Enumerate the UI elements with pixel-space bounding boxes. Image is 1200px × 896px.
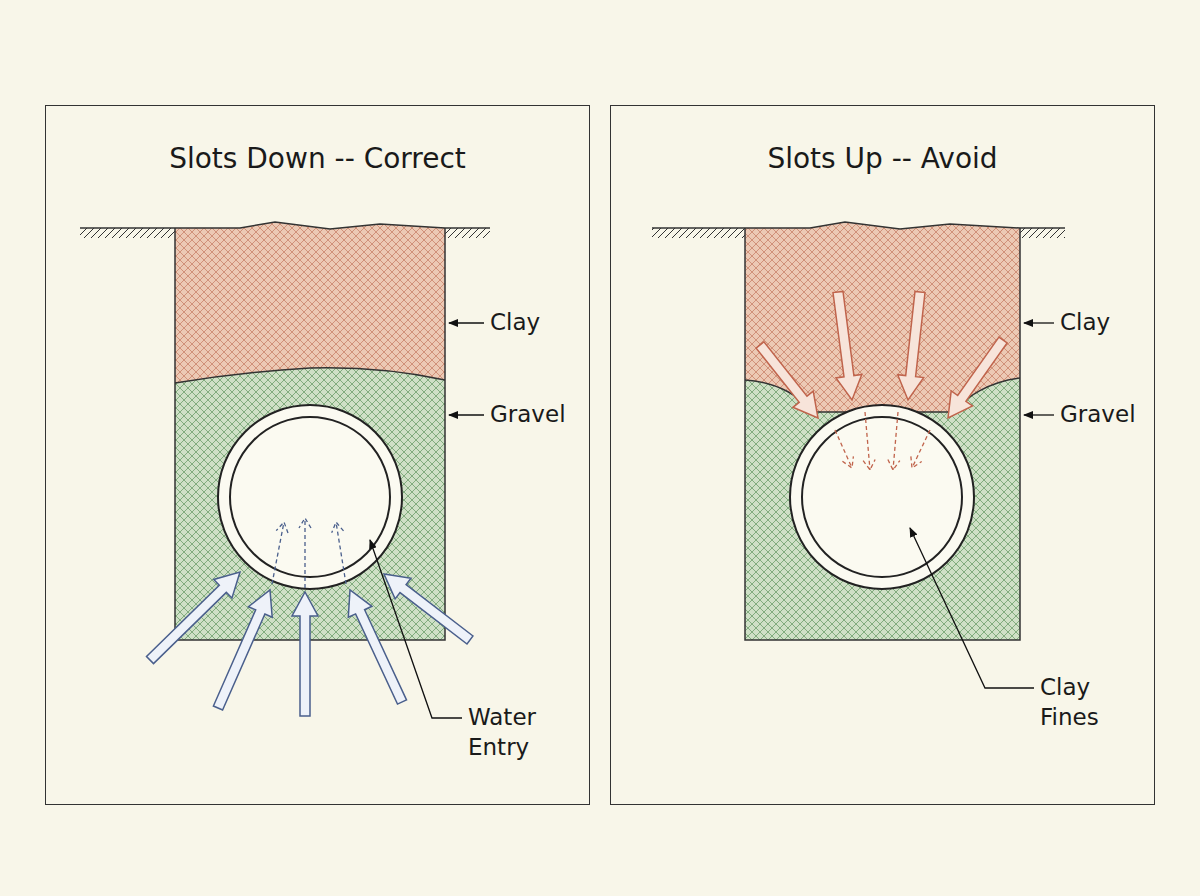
flow-continuation — [332, 522, 346, 584]
flow-continuation — [272, 522, 288, 584]
flow-continuation — [888, 412, 900, 470]
flow-continuation — [863, 412, 875, 470]
panel-title: Slots Up -- Avoid — [611, 142, 1154, 175]
left-trench — [80, 222, 490, 640]
leader-lines — [370, 323, 484, 718]
callout-label: Clay — [1060, 308, 1110, 338]
flow-continuation — [835, 430, 853, 468]
flow-arrow — [756, 342, 818, 418]
water-arrows — [147, 518, 474, 716]
diagram-panel: Slots Down -- Correct — [45, 105, 590, 805]
callout-label: Water Entry — [468, 703, 563, 763]
callout-label: Gravel — [1060, 400, 1136, 430]
flow-arrow — [213, 590, 272, 710]
flow-arrow — [348, 590, 406, 704]
clay-arrows — [756, 291, 1007, 470]
callout-label: Clay Fines — [1040, 673, 1140, 733]
flow-arrow — [948, 337, 1007, 418]
flow-arrow — [292, 592, 318, 716]
flow-arrow — [833, 291, 862, 400]
flow-arrow — [384, 574, 473, 644]
leader-lines — [910, 323, 1054, 688]
right-trench — [652, 222, 1065, 640]
flow-continuation — [911, 430, 930, 468]
callout-label: Gravel — [490, 400, 566, 430]
flow-arrow — [147, 572, 241, 664]
panel-title: Slots Down -- Correct — [46, 142, 589, 175]
flow-arrow — [898, 291, 925, 400]
flow-continuation — [299, 518, 311, 588]
callout-label: Clay — [490, 308, 540, 338]
